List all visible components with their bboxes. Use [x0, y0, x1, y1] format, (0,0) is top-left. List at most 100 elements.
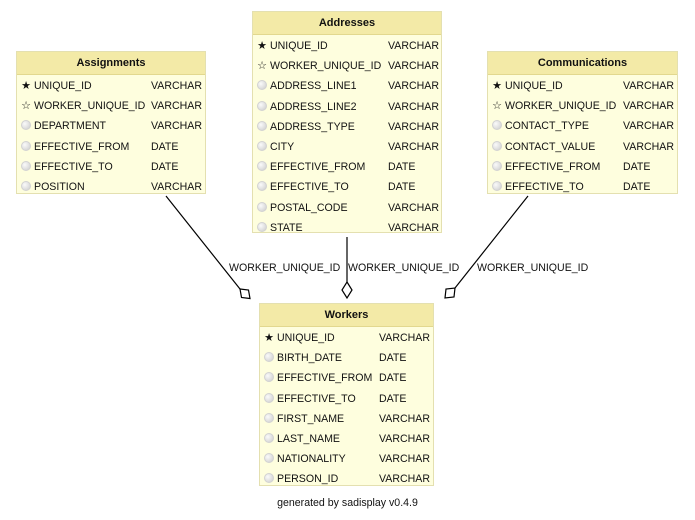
column-type: DATE: [623, 180, 651, 193]
column-name: BIRTH_DATE: [277, 352, 342, 365]
column-type: VARCHAR: [388, 221, 440, 234]
edge-label-communications: WORKER_UNIQUE_ID: [477, 262, 589, 274]
column-dot-icon: [263, 449, 275, 469]
column-type: DATE: [151, 140, 179, 153]
column-type: VARCHAR: [623, 100, 675, 113]
column-dot-icon: [256, 177, 268, 197]
column-type: VARCHAR: [623, 140, 675, 153]
column-name: FIRST_NAME: [277, 412, 345, 425]
column-name: UNIQUE_ID: [277, 332, 335, 344]
column-name: EFFECTIVE_TO: [277, 392, 356, 405]
edge-label-addresses: WORKER_UNIQUE_ID: [348, 262, 460, 274]
column-type: VARCHAR: [151, 180, 203, 193]
column-type: VARCHAR: [388, 120, 440, 133]
primary-key-icon: ★: [492, 80, 502, 92]
column-row: EFFECTIVE_TO DATE: [17, 157, 205, 177]
column-name: LAST_NAME: [277, 432, 340, 445]
column-dot-icon: [20, 157, 32, 177]
foreign-key-icon: ☆: [492, 100, 502, 113]
column-type: VARCHAR: [379, 473, 431, 486]
column-dot-icon: [256, 198, 268, 218]
column-dot-icon: [263, 429, 275, 449]
column-dot-icon: [263, 368, 275, 388]
column-name: ADDRESS_TYPE: [270, 120, 355, 133]
column-type: DATE: [388, 161, 416, 174]
primary-key-icon: ★: [257, 40, 267, 52]
column-name: ADDRESS_LINE2: [270, 100, 357, 113]
column-row: FIRST_NAME VARCHAR: [260, 409, 433, 429]
edge-label-assignments: WORKER_UNIQUE_ID: [229, 262, 341, 274]
column-name: POSTAL_CODE: [270, 201, 348, 214]
column-name: EFFECTIVE_FROM: [277, 372, 373, 385]
foreign-key-icon: ☆: [21, 100, 31, 113]
column-name: UNIQUE_ID: [505, 80, 563, 92]
column-type: VARCHAR: [379, 453, 431, 466]
column-row: ADDRESS_TYPE VARCHAR: [253, 117, 441, 137]
edge-communications-workers: [454, 195, 529, 289]
column-dot-icon: [20, 116, 32, 136]
entity-title: Assignments: [17, 52, 205, 75]
column-row: POSTAL_CODE VARCHAR: [253, 198, 441, 218]
foreign-key-icon: ☆: [257, 60, 267, 73]
entity-title: Workers: [260, 304, 433, 327]
column-name: PERSON_ID: [277, 473, 339, 486]
column-name: EFFECTIVE_TO: [34, 160, 113, 173]
column-name: WORKER_UNIQUE_ID: [270, 60, 382, 73]
column-row: EFFECTIVE_FROM DATE: [253, 157, 441, 177]
column-name: NATIONALITY: [277, 453, 346, 466]
column-name: UNIQUE_ID: [34, 80, 92, 92]
column-row: ☆WORKER_UNIQUE_ID VARCHAR: [488, 96, 677, 116]
column-dot-icon: [491, 177, 503, 197]
diamond-addresses-workers-icon: [341, 280, 353, 300]
column-type: DATE: [151, 160, 179, 173]
column-name: EFFECTIVE_FROM: [270, 161, 366, 174]
column-row: EFFECTIVE_FROM DATE: [17, 137, 205, 157]
column-dot-icon: [263, 409, 275, 429]
column-type: DATE: [623, 160, 651, 173]
column-name: UNIQUE_ID: [270, 40, 328, 52]
footer-credit: generated by sadisplay v0.4.9: [277, 497, 418, 509]
column-name: CONTACT_TYPE: [505, 120, 589, 133]
column-type: VARCHAR: [623, 80, 675, 92]
column-type: DATE: [379, 392, 407, 405]
column-row: EFFECTIVE_TO DATE: [253, 177, 441, 197]
diamond-assignments-workers-icon: [239, 288, 251, 300]
column-type: VARCHAR: [379, 412, 431, 425]
column-name: EFFECTIVE_FROM: [34, 140, 130, 153]
column-type: VARCHAR: [623, 120, 675, 133]
column-name: EFFECTIVE_TO: [270, 181, 349, 194]
column-name: DEPARTMENT: [34, 120, 107, 133]
column-row: NATIONALITY VARCHAR: [260, 449, 433, 469]
column-name: STATE: [270, 221, 303, 234]
column-type: DATE: [388, 181, 416, 194]
column-row: ★UNIQUE_ID VARCHAR: [488, 76, 677, 96]
column-dot-icon: [20, 137, 32, 157]
column-row: CONTACT_TYPE VARCHAR: [488, 116, 677, 136]
column-dot-icon: [256, 97, 268, 117]
column-dot-icon: [256, 218, 268, 238]
column-type: VARCHAR: [388, 201, 440, 214]
column-dot-icon: [491, 137, 503, 157]
column-row: PERSON_ID VARCHAR: [260, 469, 433, 489]
column-name: WORKER_UNIQUE_ID: [34, 100, 146, 113]
column-dot-icon: [256, 76, 268, 96]
column-name: WORKER_UNIQUE_ID: [505, 100, 617, 113]
